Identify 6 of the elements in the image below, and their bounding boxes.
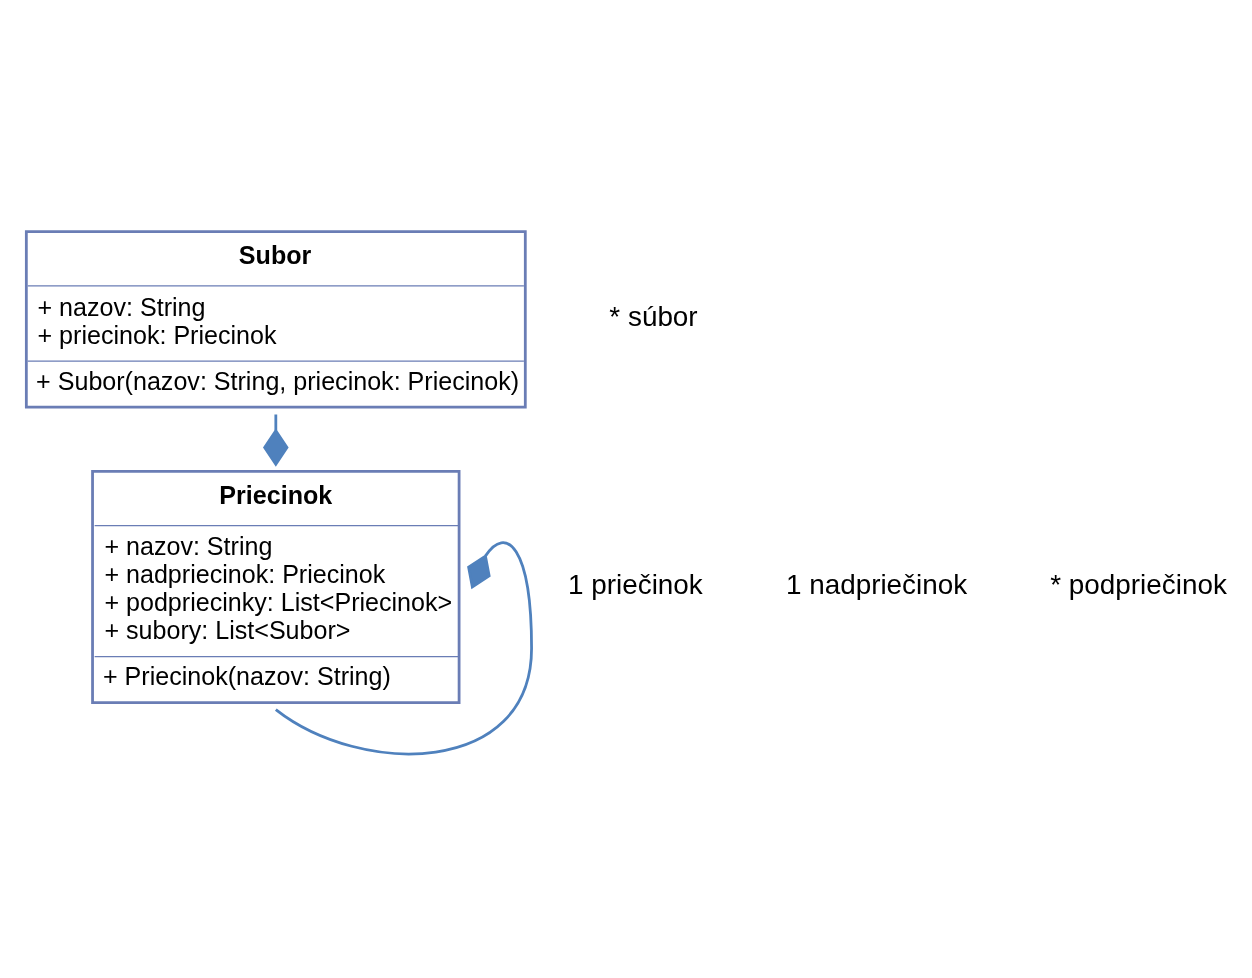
label: 1 priečinok xyxy=(568,568,703,600)
label: * súbor xyxy=(609,300,698,332)
connector xyxy=(275,541,533,755)
label: 1 nadpriečinok xyxy=(785,568,968,600)
connector xyxy=(263,414,289,467)
label: * podpriečinok xyxy=(1050,568,1227,600)
